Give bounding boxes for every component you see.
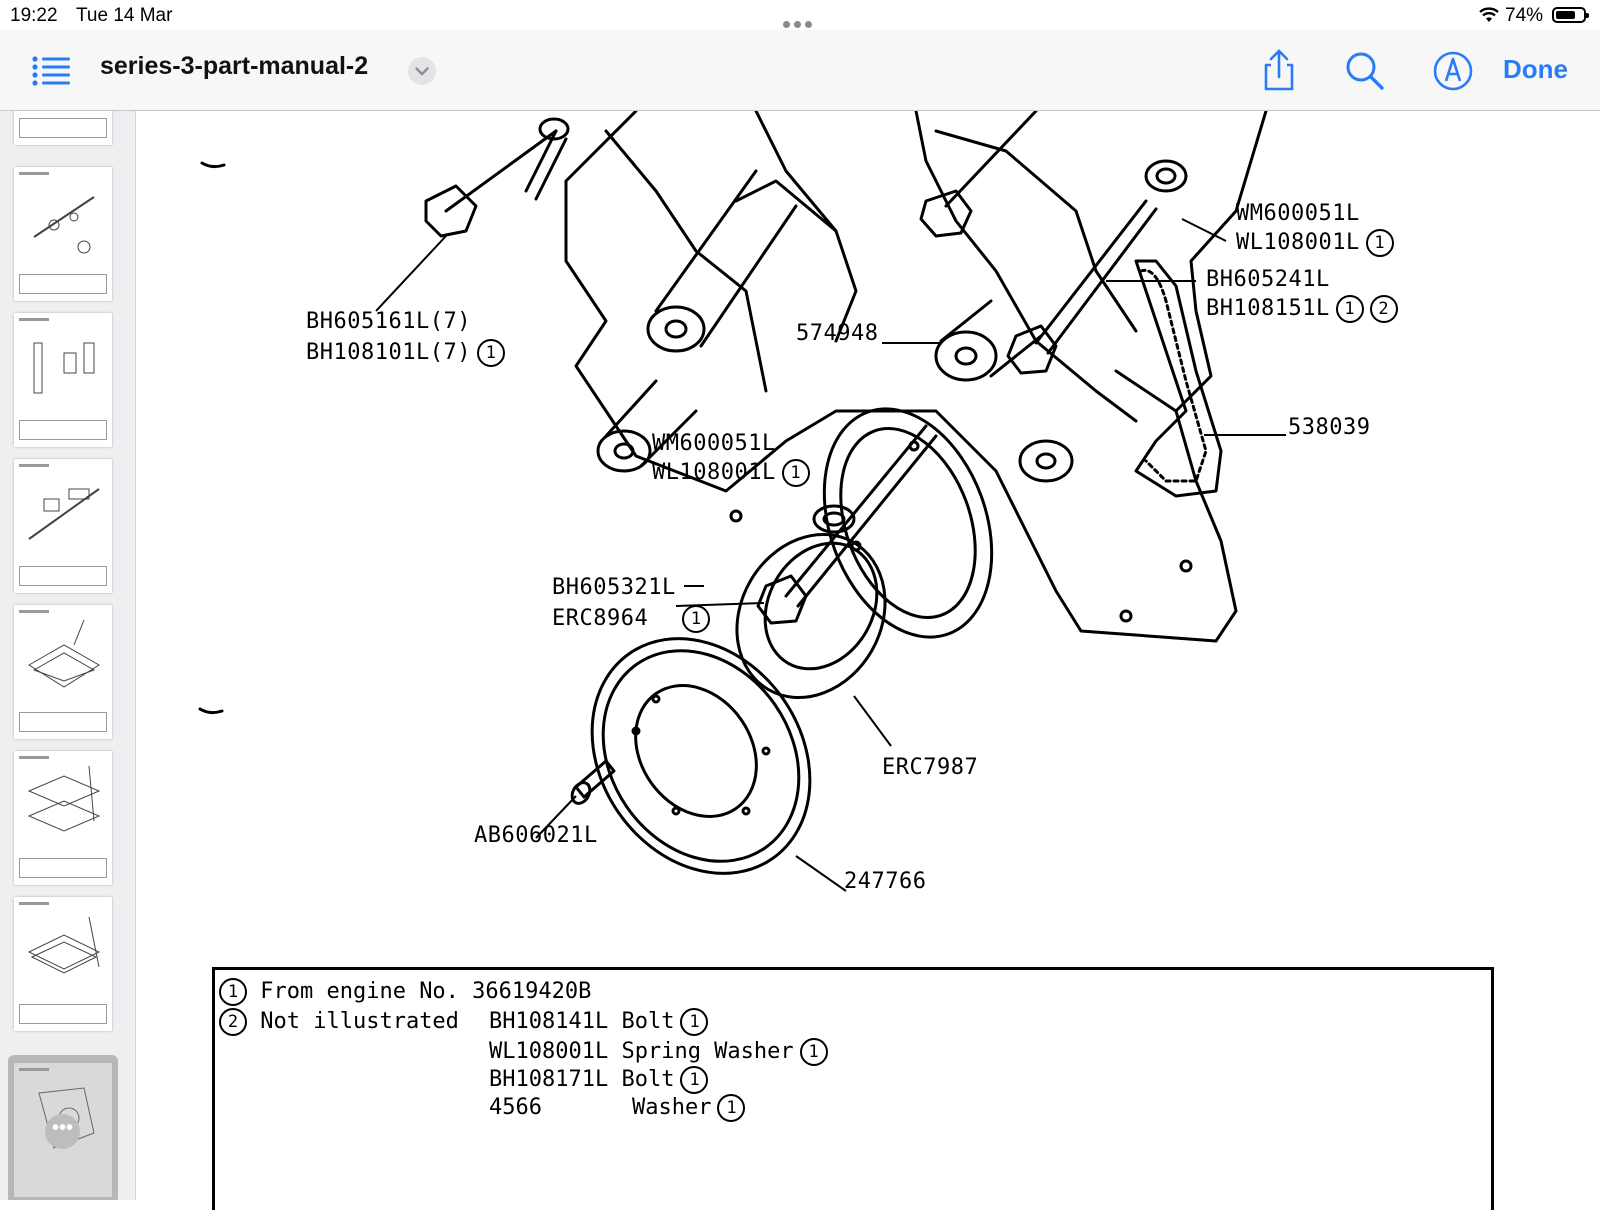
thumbnail-sidebar[interactable]: •••: [0, 111, 136, 1200]
part-number: WL108001L: [489, 1039, 609, 1064]
page-thumbnail[interactable]: [14, 751, 112, 885]
part-description: Washer: [632, 1095, 712, 1120]
wifi-icon: [1479, 7, 1499, 22]
part-number: BH108171L: [489, 1067, 609, 1092]
part-description: Bolt: [621, 1009, 675, 1034]
part-number: BH108141L: [489, 1009, 609, 1034]
part-label: AB606021L: [474, 823, 598, 848]
footnote-text: From engine No. 36619420B: [260, 979, 592, 1004]
part-label-row: ERC8964 1: [552, 605, 711, 633]
battery-icon: [1552, 7, 1589, 23]
done-button[interactable]: Done: [1503, 54, 1568, 84]
circled-note-marker: 2: [1369, 295, 1398, 323]
list-icon[interactable]: [30, 50, 72, 90]
multitasking-dots-icon[interactable]: [783, 12, 817, 28]
chevron-down-icon[interactable]: [408, 57, 436, 85]
toolbar: series-3-part-manual-2 Done: [0, 30, 1600, 111]
circled-note-marker: 1: [799, 1038, 828, 1066]
footnote-text: Not illustrated: [260, 1009, 459, 1034]
part-label-row: BH108101L(7)1: [306, 339, 505, 367]
battery-percent: 74%: [1505, 5, 1544, 26]
share-icon[interactable]: [1256, 48, 1302, 94]
part-label: 247766: [844, 869, 927, 894]
part-label: BH605321L: [552, 575, 676, 600]
circled-note-marker: 1: [717, 1094, 746, 1122]
part-label: 538039: [1288, 415, 1371, 440]
part-number: 4566: [489, 1095, 542, 1120]
part-label: BH605241L: [1206, 267, 1330, 292]
page-thumbnail[interactable]: [14, 111, 112, 145]
circled-note-marker: 1: [219, 978, 247, 1006]
part-label: WM600051L: [1236, 201, 1360, 226]
footnote-box: 1 From engine No. 36619420B 2 Not illust…: [212, 967, 1494, 1210]
part-description: Bolt: [621, 1067, 675, 1092]
footnote-row: 2 Not illustrated: [219, 1008, 459, 1036]
part-label: 574948: [796, 321, 879, 346]
page-thumbnail[interactable]: [14, 459, 112, 593]
circled-note-marker: 1: [680, 1066, 709, 1094]
circled-note-marker: 1: [1335, 295, 1364, 323]
part-label: ERC7987: [882, 755, 979, 780]
document-title[interactable]: series-3-part-manual-2: [100, 52, 369, 80]
part-description: Spring Washer: [621, 1039, 794, 1064]
status-bar: 19:22 Tue 14 Mar 74%: [0, 0, 1600, 30]
part-label: WL108001L: [1236, 230, 1360, 255]
page-thumbnail[interactable]: [14, 897, 112, 1031]
circled-note-marker: 1: [781, 459, 810, 487]
more-options-button[interactable]: •••: [45, 1114, 80, 1149]
circled-note-marker: 2: [219, 1008, 247, 1036]
part-label: BH108151L: [1206, 296, 1330, 321]
page-thumbnail[interactable]: [14, 167, 112, 301]
part-label: BH108101L(7): [306, 340, 471, 365]
document-page[interactable]: BH605161L(7) BH108101L(7)1 574948 WM6000…: [136, 111, 1600, 1210]
circled-note-marker: 1: [1365, 229, 1394, 257]
status-date: Tue 14 Mar: [76, 5, 173, 26]
part-label: ERC8964: [552, 606, 649, 631]
search-icon[interactable]: [1342, 48, 1388, 94]
circled-note-marker: 1: [680, 1008, 709, 1036]
circled-note-marker: 1: [476, 339, 505, 367]
part-label: WL108001L: [652, 460, 776, 485]
circled-note-marker: 1: [682, 605, 711, 633]
part-label: BH605161L(7): [306, 309, 471, 334]
part-label: WM600051L: [652, 431, 776, 456]
footnote-row: 1 From engine No. 36619420B: [219, 978, 591, 1006]
page-thumbnail[interactable]: [14, 605, 112, 739]
status-time: 19:22: [10, 5, 58, 26]
page-thumbnail[interactable]: [14, 313, 112, 447]
markup-icon[interactable]: [1430, 48, 1476, 94]
engine-cover-exploded-diagram: [198, 111, 1286, 892]
